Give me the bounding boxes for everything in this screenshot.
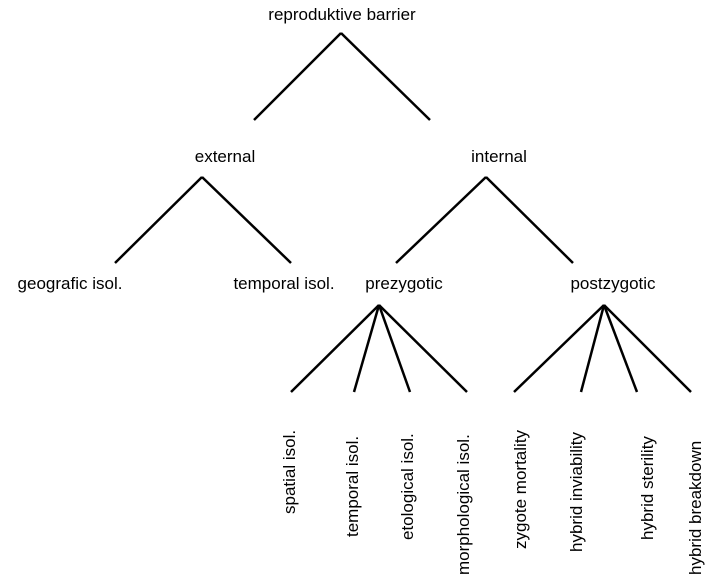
edge-internal-prezygotic [395,176,487,264]
edge-root-external [253,32,342,121]
edge-postzygotic-breakdown [603,304,692,393]
leaf-hybrid-sterility: hybrid sterility [638,436,657,540]
node-temporal-isol: temporal isol. [233,274,335,293]
leaf-hybrid-breakdown: hybrid breakdown [686,440,705,575]
leaf-temporal-isol: temporal isol. [343,435,362,537]
leaf-spatial-isol: spatial isol. [280,429,299,514]
leaf-etological-isol: etological isol. [398,433,417,540]
leaf-zygote-mortality: zygote mortality [511,429,530,549]
edge-prezygotic-morphological [378,304,468,393]
edge-postzygotic-zygote [513,304,605,393]
edge-internal-postzygotic [485,176,574,264]
node-internal: internal [471,147,527,166]
edge-external-geografic [114,176,203,264]
leaf-hybrid-inviability: hybrid inviability [567,432,586,552]
edge-root-internal [340,32,431,121]
edge-prezygotic-spatial [290,304,380,393]
leaf-morphological-isol: morphological isol. [454,434,473,575]
node-geografic-isol: geografic isol. [17,274,123,293]
edge-postzygotic-inviability [579,304,606,393]
edge-prezygotic-etological [377,304,412,393]
node-postzygotic: postzygotic [570,274,656,293]
edge-postzygotic-sterility [602,304,639,393]
node-external: external [194,147,256,166]
edge-external-temporal [201,176,292,264]
node-root: reproduktive barrier [268,5,416,24]
edge-prezygotic-temporal [352,304,381,393]
node-prezygotic: prezygotic [365,274,443,293]
